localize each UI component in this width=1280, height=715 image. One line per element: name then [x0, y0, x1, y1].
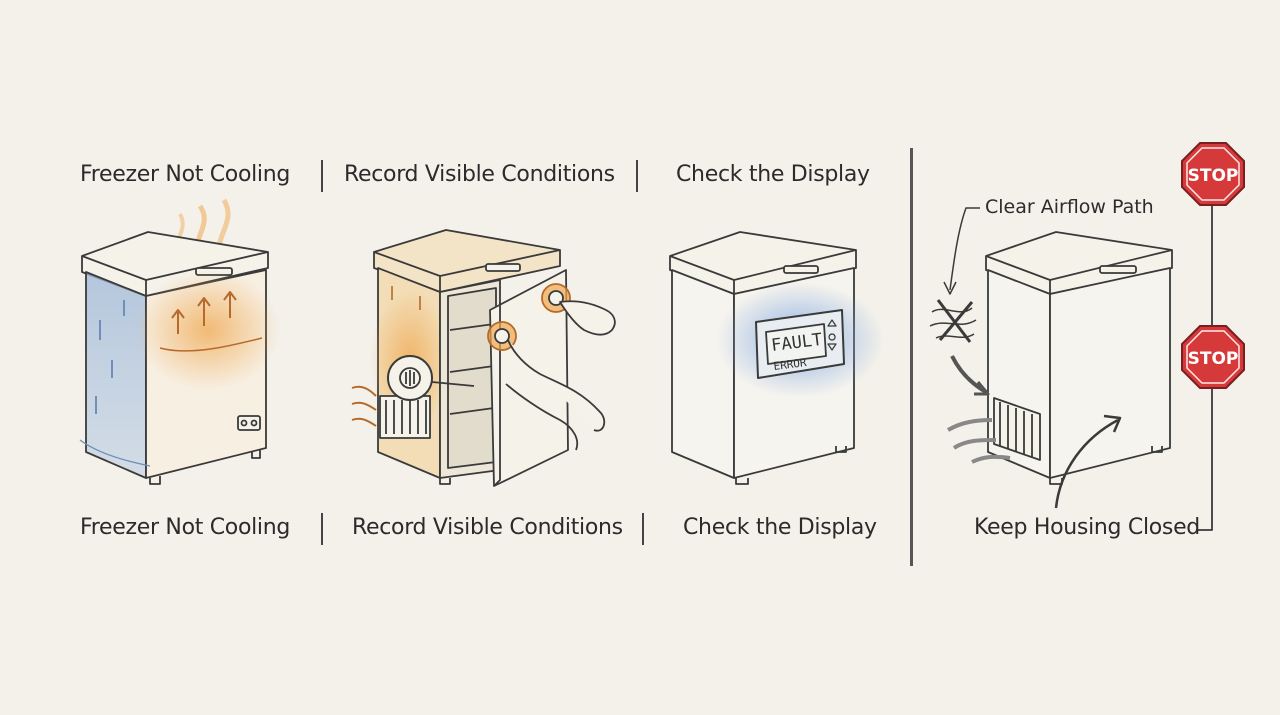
freezer-display-illustration: [669, 231, 884, 485]
section-divider: [910, 148, 913, 566]
panel-1-top-label: Freezer Not Cooling: [80, 162, 291, 187]
bottom-separator-2: [642, 513, 644, 545]
freezer-safety-illustration: [929, 204, 1213, 531]
panel-2-bottom-label: Record Visible Conditions: [352, 515, 623, 540]
stop-sign-top: STOP: [1181, 142, 1245, 206]
callout-airflow: Clear Airflow Path: [985, 196, 1154, 218]
bottom-separator-1: [321, 513, 323, 545]
panel-2-top-label: Record Visible Conditions: [344, 162, 615, 187]
top-separator-1: [321, 160, 323, 192]
panel-3-top-label: Check the Display: [676, 162, 870, 187]
freezer-open-door-illustration: [351, 229, 616, 487]
panel-3-bottom-label: Check the Display: [683, 515, 877, 540]
stop-sign-bottom-text: STOP: [1188, 349, 1239, 369]
panel-1-bottom-label: Freezer Not Cooling: [80, 515, 291, 540]
top-separator-2: [636, 160, 638, 192]
stop-sign-top-text: STOP: [1188, 166, 1239, 186]
display-error-text: ERROR: [773, 356, 808, 373]
stop-sign-bottom: STOP: [1181, 325, 1245, 389]
callout-housing: Keep Housing Closed: [974, 515, 1200, 540]
freezer-warm-illustration: [79, 198, 280, 485]
